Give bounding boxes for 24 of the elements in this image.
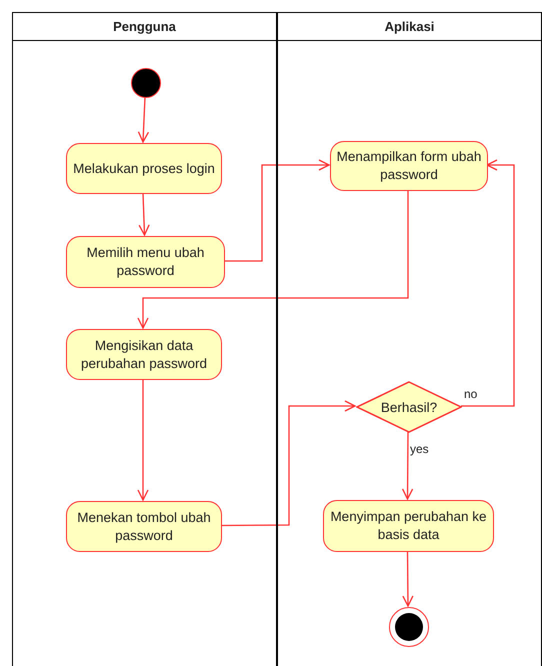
edge-label: yes [410,442,429,456]
lane-title: Pengguna [112,18,177,36]
arrow [402,432,414,500]
activity-box: Memilih menu ubah password [66,236,225,288]
arrow [138,192,150,236]
activity-box: Mengisikan data perubahan password [66,329,222,380]
arrow [224,159,330,262]
arrow [137,190,409,329]
swimlane [12,12,277,666]
start-node [131,68,161,98]
activity-box: Menampilkan form ubah password [330,141,488,191]
arrow [137,379,149,501]
arrow [461,159,515,407]
arrow [138,96,150,143]
arrow [221,400,356,526]
decision-diamond: Berhasil? [356,381,462,433]
activity-box: Melakukan proses login [66,143,222,194]
activity-box: Menyimpan perubahan ke basis data [323,500,494,552]
lane-title: Aplikasi [384,18,436,36]
edge-label: no [464,387,478,401]
activity-box: Menekan tombol ubah password [66,501,222,552]
swimlane [277,12,542,666]
end-node [389,607,429,647]
arrow [402,551,414,607]
